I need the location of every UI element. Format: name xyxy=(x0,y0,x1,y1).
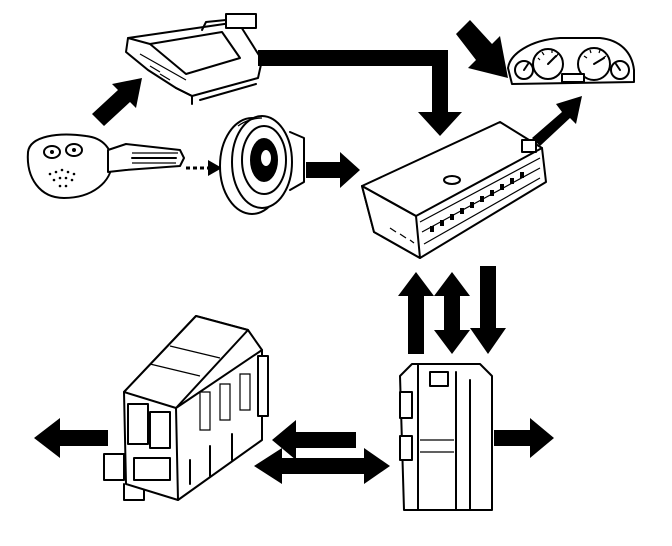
arrow-antenna-to-module xyxy=(258,50,462,136)
antenna-module-icon xyxy=(125,13,263,105)
arrow-to-cluster-top xyxy=(456,20,508,78)
ignition-switch-icon xyxy=(219,115,305,215)
arrow-connector-right xyxy=(494,418,554,458)
instrument-cluster-icon xyxy=(507,37,635,85)
arrow-connector-to-fusebox xyxy=(272,420,356,460)
arrow-down-module-to-connector xyxy=(470,266,506,354)
arrow-ignition-to-module xyxy=(306,152,360,188)
arrow-key-to-antenna xyxy=(92,78,142,126)
arrow-up-connector-to-module-1 xyxy=(398,272,434,354)
arrow-bidirectional-horizontal xyxy=(254,448,390,484)
arrow-updown-bidirectional xyxy=(434,272,470,354)
arrow-fusebox-left xyxy=(34,418,108,458)
insert-arrow xyxy=(186,160,222,176)
key-fob-icon xyxy=(26,133,185,199)
connector-module-icon xyxy=(399,363,493,511)
module-connector-pins xyxy=(430,172,524,232)
arrow-module-to-cluster xyxy=(532,96,582,146)
fuse-box-icon xyxy=(103,315,269,501)
control-module-icon xyxy=(361,121,547,259)
fob-speaker-holes xyxy=(48,168,76,188)
